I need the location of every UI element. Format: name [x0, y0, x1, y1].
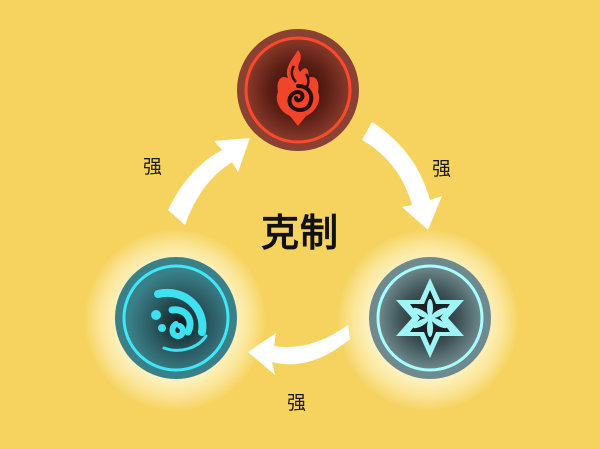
- diagram-title: 克制: [260, 211, 339, 255]
- hydro-node: [114, 256, 238, 380]
- snowflake-icon: [369, 257, 491, 379]
- pyro-node: [236, 28, 360, 152]
- arrow-pyro-to-cryo: [362, 122, 442, 230]
- water-icon: [115, 257, 237, 379]
- fire-icon: [237, 29, 359, 151]
- edge-label-bottom: 强: [287, 392, 307, 414]
- cryo-node: [368, 256, 492, 380]
- edge-label-right: 强: [432, 158, 452, 180]
- edge-label-left: 强: [143, 156, 163, 178]
- arrow-hydro-to-pyro: [168, 138, 250, 225]
- arrow-cryo-to-hydro: [248, 325, 350, 375]
